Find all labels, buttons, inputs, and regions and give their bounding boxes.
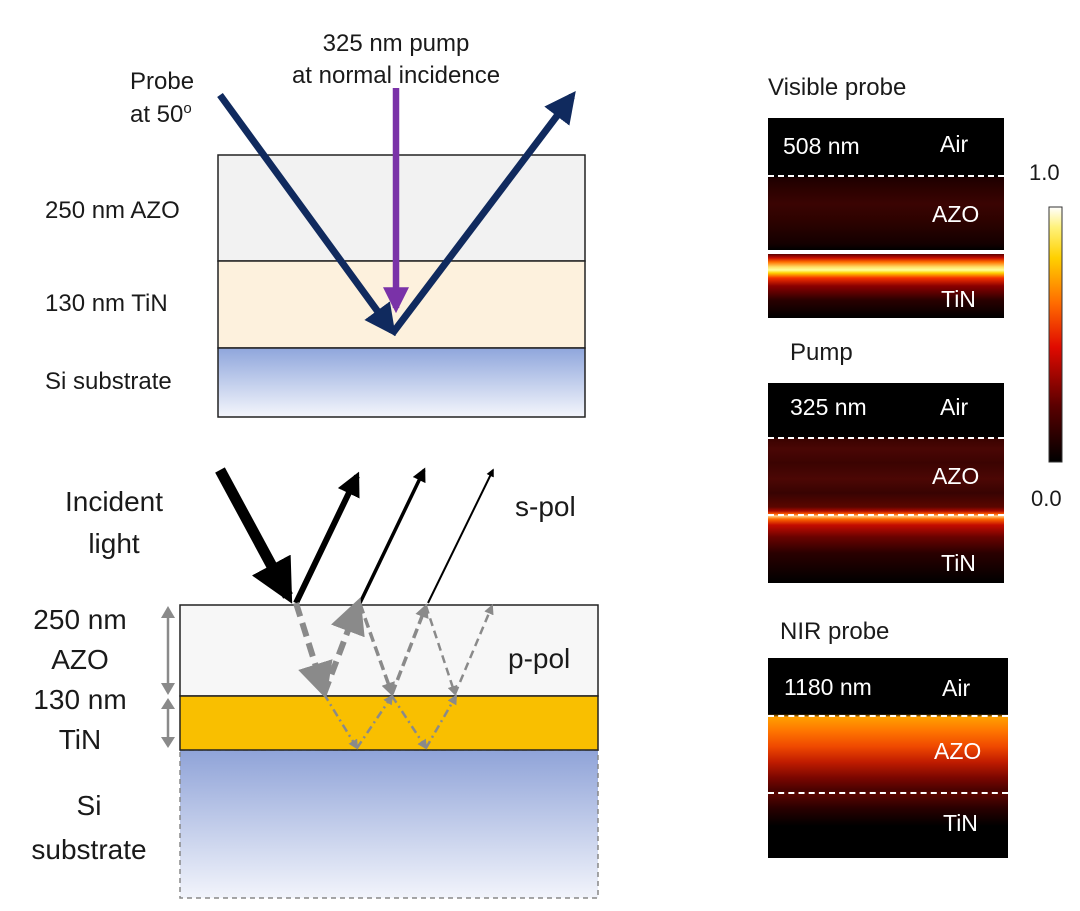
visible-probe-tin-label: TiN — [941, 286, 976, 312]
bottom-si-label-line1: Si — [76, 790, 102, 821]
pump-air-label: Air — [940, 394, 969, 420]
top-tin-layer — [217, 260, 586, 349]
colorbar-min-label: 0.0 — [1031, 486, 1062, 511]
visible-probe-azo-label: AZO — [932, 201, 980, 227]
p-pol-label: p-pol — [508, 643, 571, 674]
incident-light-label-line1: Incident — [64, 486, 164, 517]
bottom-tin-label-line2: TiN — [58, 724, 102, 755]
bottom-si-label-line2: substrate — [31, 834, 147, 865]
visible-probe-title: Visible probe — [768, 74, 907, 101]
nir-probe-wavelength: 1180 nm — [784, 674, 872, 700]
s-pol-label: s-pol — [515, 491, 576, 522]
probe-angle: at 50 — [130, 101, 184, 128]
probe-incident-arrow — [217, 92, 396, 337]
colorbar — [1048, 206, 1063, 463]
azo-thickness-marker — [161, 606, 175, 695]
nir-probe-air-label: Air — [942, 675, 971, 701]
probe-label-line2: at 50o — [130, 100, 192, 129]
top-si-layer — [217, 347, 586, 418]
colorbar-max-label: 1.0 — [1029, 160, 1060, 185]
pump-azo-label: AZO — [932, 463, 980, 489]
reflected-arrow-1 — [293, 471, 360, 605]
incident-light-arrow — [215, 467, 293, 604]
reflected-arrow-3 — [427, 468, 494, 604]
probe-reflected-arrow — [389, 90, 576, 337]
reflected-arrow-2 — [358, 467, 426, 604]
nir-probe-title: NIR probe — [780, 618, 890, 645]
bottom-si-layer — [179, 749, 599, 899]
internal-reflection-paths — [293, 597, 494, 750]
nir-probe-field-map: 1180 nm Air AZO TiN — [768, 658, 1008, 858]
top-si-label: Si substrate — [45, 368, 172, 395]
nir-probe-azo-label: AZO — [934, 738, 982, 764]
probe-label-line1: Probe — [130, 68, 195, 95]
pump-interface-bottom — [768, 514, 1004, 516]
pump-panel-title: Pump — [790, 339, 853, 366]
nir-probe-tin-label: TiN — [943, 810, 978, 836]
tin-thickness-marker — [161, 698, 175, 748]
bottom-azo-label-line2: AZO — [51, 644, 109, 675]
pump-label-line2: at normal incidence — [291, 62, 501, 89]
visible-probe-panel-gap — [768, 250, 1004, 254]
pump-interface-top — [768, 437, 1004, 439]
visible-probe-wavelength: 508 nm — [783, 133, 860, 159]
degree-mark: o — [183, 100, 192, 117]
pump-tin-label: TiN — [941, 550, 976, 576]
pump-wavelength: 325 nm — [790, 394, 867, 420]
bottom-azo-label-line1: 250 nm — [33, 604, 127, 635]
nir-probe-interface-bottom — [768, 792, 1008, 794]
bottom-tin-label-line1: 130 nm — [33, 684, 127, 715]
nir-probe-interface-top — [768, 715, 1008, 717]
pump-label-line1: 325 nm pump — [322, 30, 470, 57]
incident-light-label-line2: light — [88, 528, 140, 559]
visible-probe-field-map: 508 nm Air AZO TiN — [768, 118, 1004, 318]
top-tin-label: 130 nm TiN — [45, 290, 168, 317]
pump-field-map: 325 nm Air AZO TiN — [768, 383, 1004, 583]
top-azo-label: 250 nm AZO — [45, 197, 180, 224]
visible-probe-interface-top — [768, 175, 1004, 177]
bottom-tin-layer — [179, 695, 599, 751]
visible-probe-air-label: Air — [940, 131, 969, 157]
